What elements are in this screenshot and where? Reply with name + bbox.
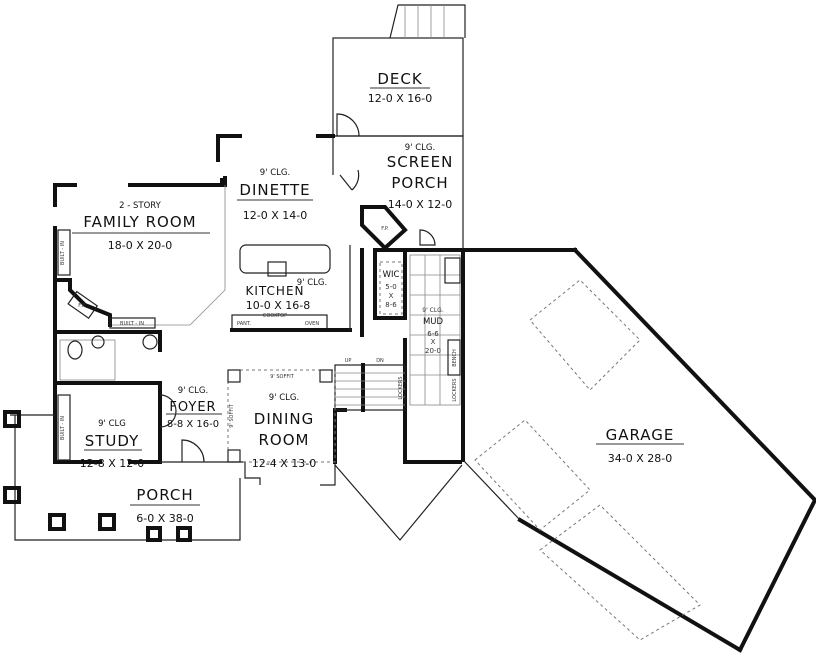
wic-label: WIC (383, 270, 400, 280)
family-room-walls (53, 185, 226, 381)
screen-porch-clg: 9' CLG. (405, 143, 435, 153)
screen-porch (332, 135, 464, 250)
kitchen-size: 10-0 X 16-8 (246, 299, 310, 312)
foyer-clg: 9' CLG. (178, 386, 208, 396)
dinette-label: DINETTE (239, 181, 310, 199)
dining-clg: 9' CLG. (269, 393, 299, 403)
lockers-label-left: LOCKERS (398, 376, 404, 399)
foyer-size: 8-8 X 16-0 (167, 419, 219, 430)
screen-porch-size: 14-0 X 12-0 (388, 198, 452, 211)
family-room-label: FAMILY ROOM (83, 213, 196, 231)
labels: DECK 12-0 X 16-0 9' CLG. SCREEN PORCH 14… (60, 70, 684, 525)
oven-label: OVEN (305, 321, 319, 327)
front-door[interactable] (181, 439, 205, 463)
garage-size: 34-0 X 28-0 (608, 452, 672, 465)
wic-size-x: X (389, 292, 394, 300)
wic-size-1: 5-0 (385, 283, 396, 291)
mud-size-x: X (431, 338, 436, 346)
dining-label-1: DINING (254, 410, 314, 428)
porch-size: 6-0 X 38-0 (136, 512, 193, 525)
dining-size: 12-4 X 13-0 (252, 457, 316, 470)
family-room-note: 2 - STORY (119, 201, 162, 211)
kitchen-clg: 9' CLG. (297, 278, 327, 288)
dining-label-2: ROOM (259, 431, 310, 449)
screen-porch-label-2: PORCH (391, 174, 448, 192)
deck-door (336, 113, 360, 137)
dinette-clg: 9' CLG. (260, 168, 290, 178)
stairs-down-label: DN (376, 358, 384, 364)
fireplace (67, 290, 99, 320)
porch-label: PORCH (136, 486, 193, 504)
mud-size-2: 20-0 (425, 347, 441, 355)
lockers-label-right: LOCKERS (452, 378, 458, 401)
study-size: 12-8 X 12-0 (80, 457, 144, 470)
screen-porch-fireplace-label: F.P. (381, 226, 389, 232)
built-in-label-study: BUILT - IN (60, 416, 66, 440)
service-area (360, 205, 462, 406)
study-label: STUDY (85, 432, 140, 450)
stairs[interactable] (334, 363, 406, 412)
study-clg: 9' CLG (98, 419, 126, 429)
dining-foyer (159, 369, 463, 541)
kitchen (230, 244, 364, 337)
toilet-icon (67, 340, 83, 360)
garage-label: GARAGE (606, 426, 675, 444)
fireplace-label: F.P. (78, 303, 86, 309)
soffit-label-side: 9' SOFFIT (229, 403, 235, 427)
built-in-label-family: BUILT - IN (60, 241, 66, 265)
cooktop-label: COOKTOP (263, 313, 287, 319)
family-room-size: 18-0 X 20-0 (108, 239, 172, 252)
porch (3, 410, 241, 542)
built-in-label-hall: BUILT - IN (120, 321, 144, 327)
soffit-label-top: 9' SOFFIT (270, 374, 294, 380)
dinette-size: 12-0 X 14-0 (243, 209, 307, 222)
mud-clg: 9' CLG. (422, 307, 444, 314)
mud-size-1: 6-6 (427, 330, 439, 338)
screen-porch-label-1: SCREEN (387, 153, 454, 171)
mud-label: MUD (423, 317, 444, 327)
foyer-label: FOYER (169, 400, 216, 415)
kitchen-island (239, 244, 331, 274)
bench-label: BENCH (452, 349, 458, 367)
stairs-up-label: UP (345, 358, 352, 364)
deck-size: 12-0 X 16-0 (368, 92, 432, 105)
garage-parking (474, 279, 701, 641)
deck-label: DECK (377, 70, 423, 88)
wic-size-2: 8-6 (385, 301, 397, 309)
pantry-label: PANT. (237, 321, 251, 327)
kitchen-label: KITCHEN (246, 284, 305, 298)
